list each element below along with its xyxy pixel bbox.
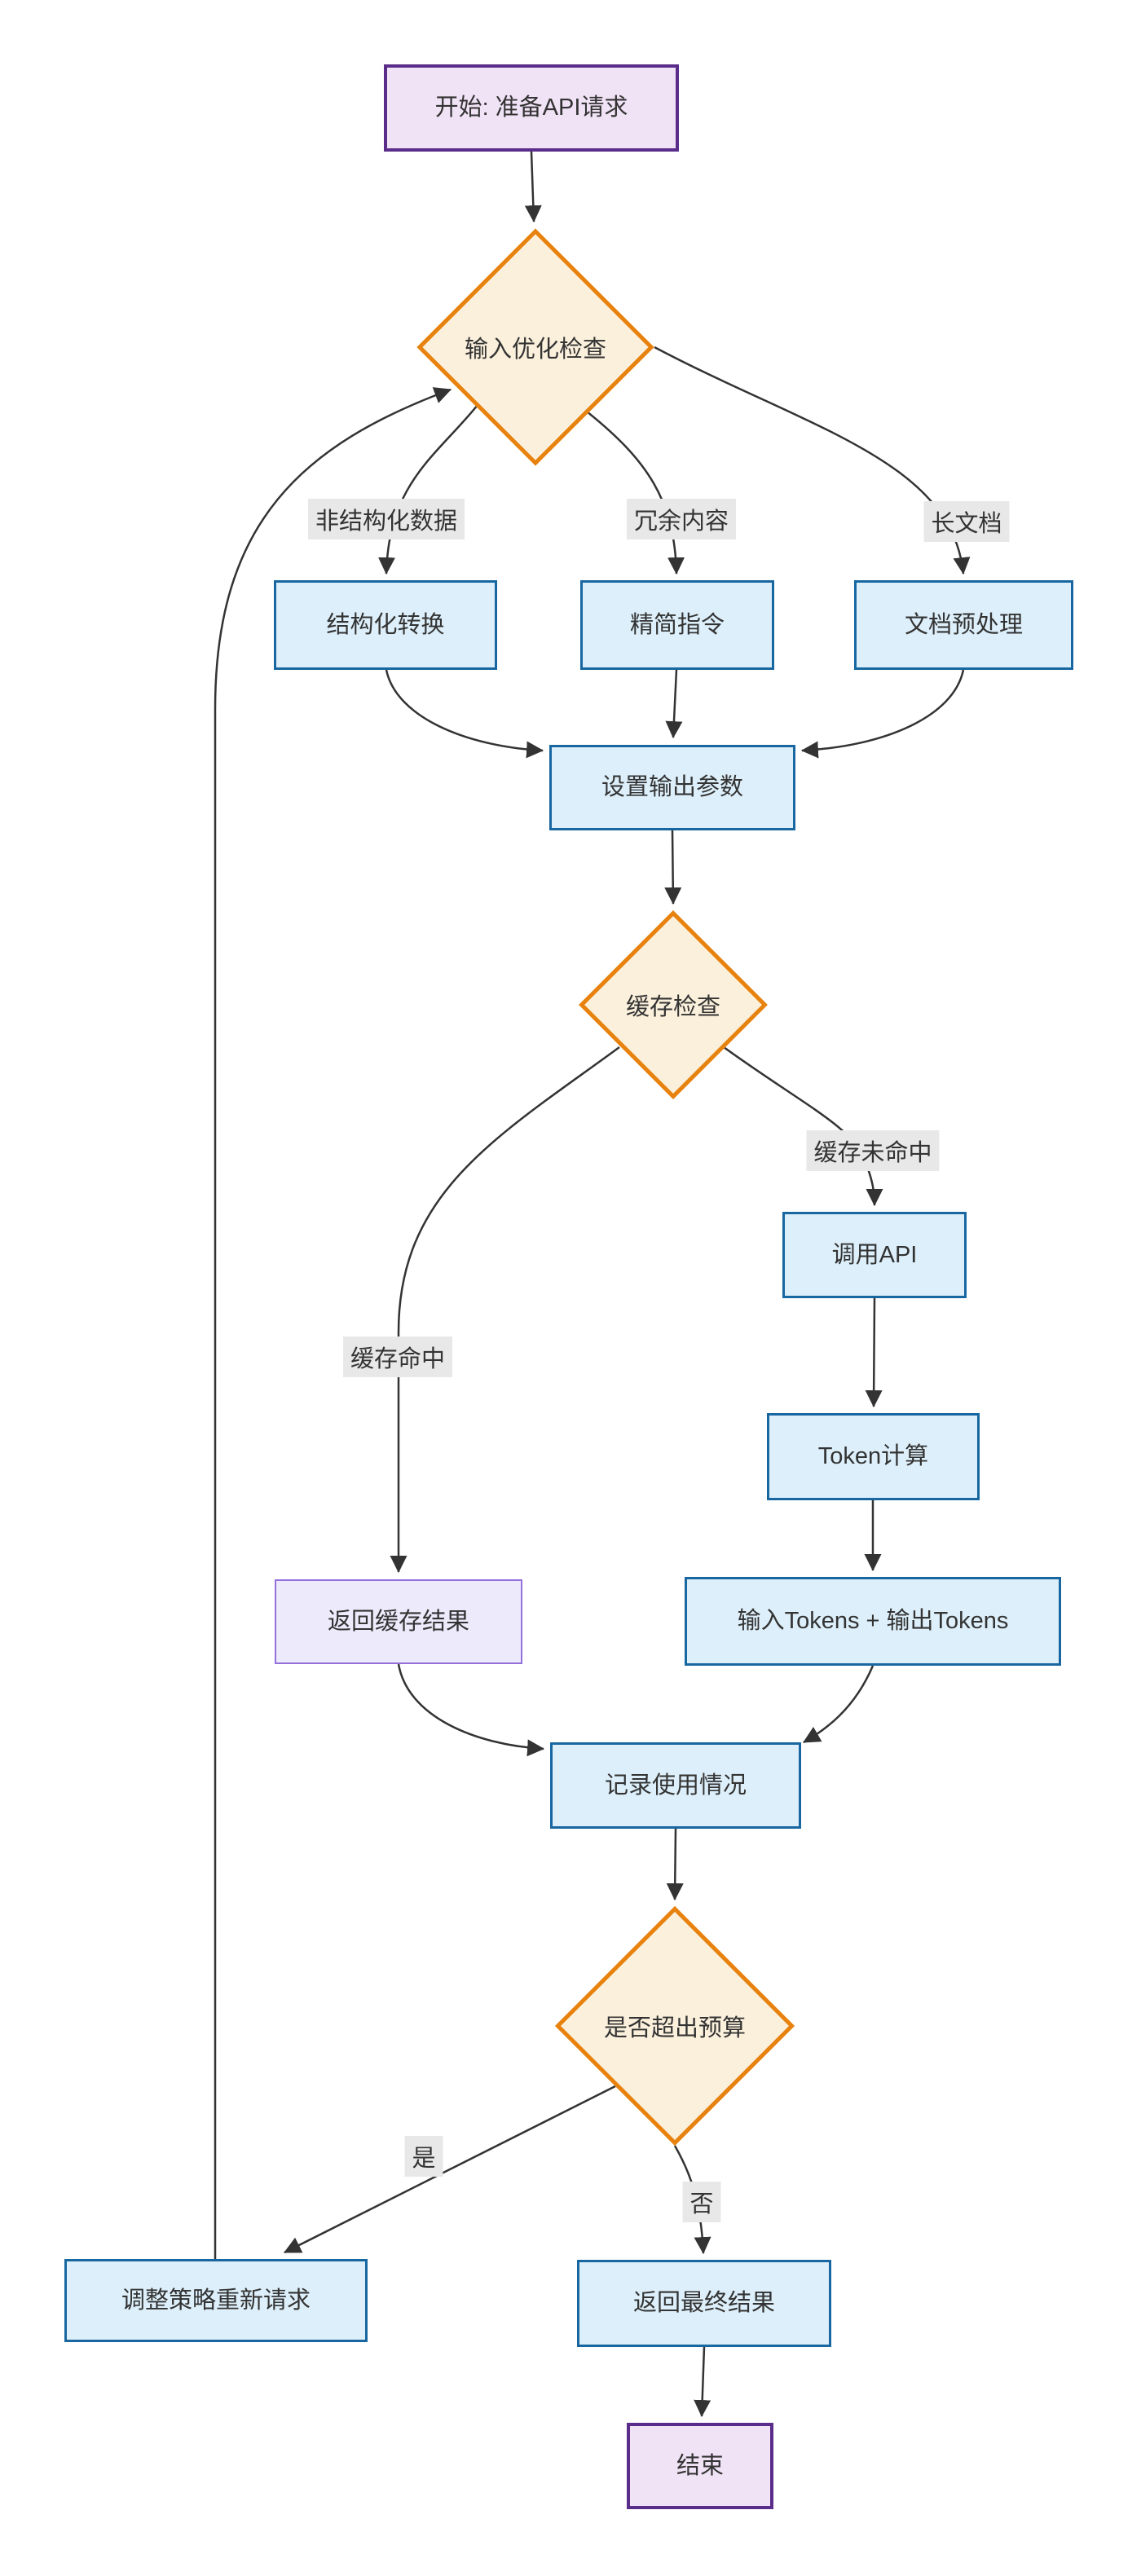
node-return-final: 返回最终结果: [577, 2260, 831, 2347]
edge-label-redundant-content: 冗余内容: [626, 499, 737, 539]
edge-inputcheck-simplifyprompt: [586, 411, 685, 575]
decision-budget-check: 是否超出预算: [554, 1905, 795, 2147]
edge-label-cache-hit: 缓存命中: [342, 1336, 453, 1377]
node-start: 开始: 准备API请求: [384, 64, 679, 152]
edge-label-unstructured-data: 非结构化数据: [307, 499, 465, 539]
edge-tokenssum-logusage: [803, 1665, 874, 1744]
node-return-cached: 返回缓存结果: [275, 1579, 522, 1664]
decision-cache-check: 缓存检查: [579, 910, 768, 1099]
node-end: 结束: [627, 2423, 773, 2509]
edge-logusage-budgetcheck: [666, 1828, 684, 1901]
edge-start-inputcheck: [524, 151, 542, 223]
node-adjust-retry: 调整策略重新请求: [64, 2259, 368, 2342]
edge-cachecheck-callapi: [723, 1046, 883, 1207]
edge-label-long-document: 长文档: [923, 501, 1010, 542]
node-call-api: 调用API: [782, 1212, 967, 1298]
decision-input-check: 输入优化检查: [416, 228, 654, 466]
node-simplify-prompt: 精简指令: [580, 580, 774, 670]
node-token-calc: Token计算: [767, 1413, 980, 1500]
edge-label-yes: 是: [404, 2136, 443, 2177]
decision-budget-check-label: 是否超出预算: [603, 2015, 747, 2041]
node-log-usage: 记录使用情况: [550, 1742, 801, 1829]
edge-returnfinal-end: [694, 2346, 711, 2418]
node-set-output-params: 设置输出参数: [549, 745, 795, 830]
edge-cachecheck-returncached: [390, 1046, 620, 1574]
node-tokens-sum: 输入Tokens + 输出Tokens: [685, 1577, 1061, 1666]
edge-budgetcheck-adjustretry: [284, 2085, 616, 2254]
edge-structureconvert-setoutput: [385, 669, 544, 759]
edge-inputcheck-docpreprocess: [654, 346, 971, 575]
edge-docpreprocess-setoutput: [800, 669, 965, 759]
edge-label-cache-miss: 缓存未命中: [806, 1130, 940, 1171]
edge-simplifyprompt-setoutput: [665, 669, 683, 739]
edge-inputcheck-structureconvert: [378, 404, 478, 575]
edge-setoutput-cachecheck: [664, 830, 682, 905]
node-doc-preprocess: 文档预处理: [854, 580, 1073, 670]
edge-adjustretry-inputcheck-loop: [214, 387, 452, 2259]
edge-returncached-logusage: [397, 1663, 545, 1757]
node-structure-convert: 结构化转换: [274, 580, 497, 670]
edge-label-no: 否: [682, 2182, 721, 2222]
decision-input-check-label: 输入优化检查: [464, 337, 607, 363]
decision-cache-check-label: 缓存检查: [625, 994, 721, 1020]
